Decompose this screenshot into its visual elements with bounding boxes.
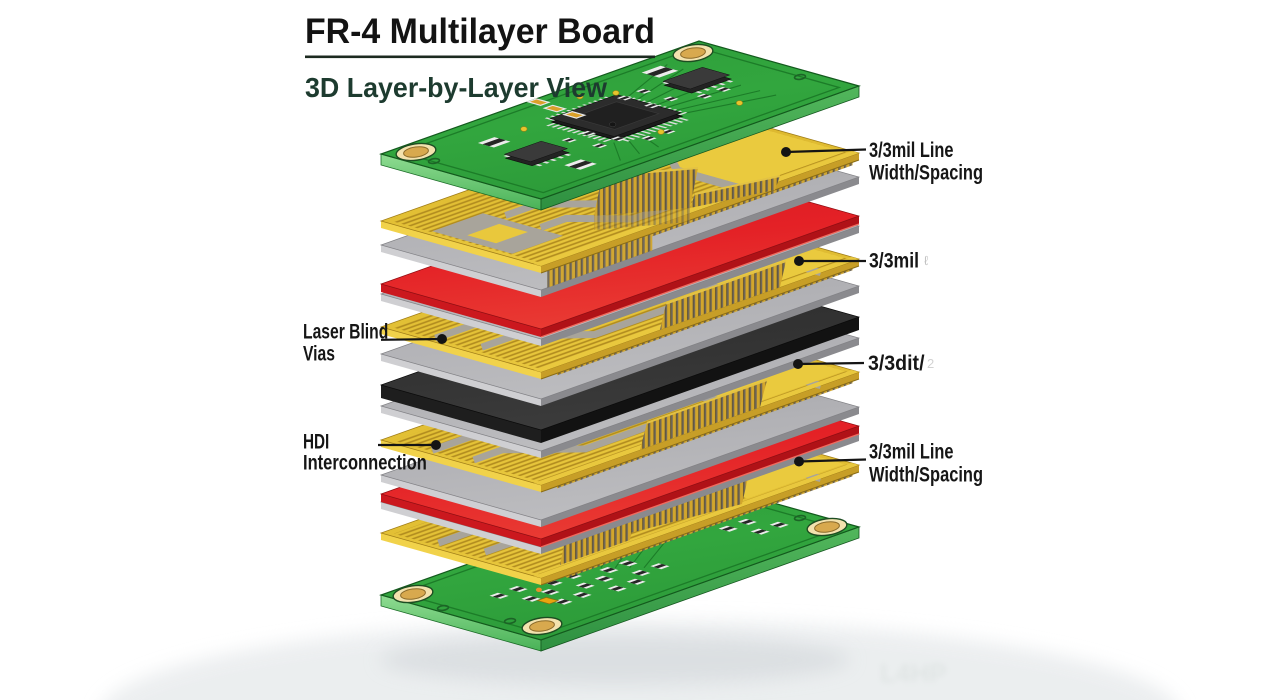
svg-text:3/3mil Line: 3/3mil Line	[869, 139, 954, 162]
svg-text:2: 2	[927, 356, 934, 371]
svg-text:Width/Spacing: Width/Spacing	[869, 162, 983, 185]
svg-text:3/3dit/: 3/3dit/	[868, 352, 925, 375]
svg-text:L4HP: L4HP	[880, 658, 946, 688]
svg-text:3/3mil: 3/3mil	[869, 250, 919, 273]
svg-text:FR-4 Multilayer Board: FR-4 Multilayer Board	[305, 12, 655, 51]
svg-text:Laser Blind: Laser Blind	[303, 320, 388, 343]
svg-text:ℓ: ℓ	[924, 253, 929, 268]
svg-text:3/3mil Line: 3/3mil Line	[869, 441, 954, 464]
svg-text:Interconnection: Interconnection	[303, 452, 427, 475]
svg-text:Width/Spacing: Width/Spacing	[869, 464, 983, 487]
svg-text:Vias: Vias	[303, 342, 335, 365]
svg-text:3D Layer-by-Layer View: 3D Layer-by-Layer View	[305, 72, 607, 103]
svg-text:HDI: HDI	[303, 430, 329, 453]
